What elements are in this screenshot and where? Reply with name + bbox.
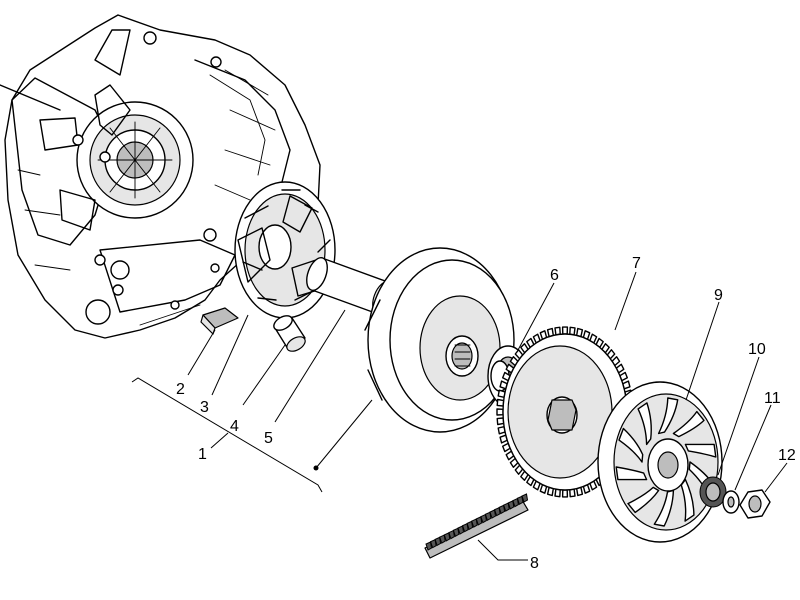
fan-blade bbox=[657, 397, 679, 435]
part-11-washer bbox=[722, 490, 740, 514]
callout-8: 8 bbox=[530, 555, 539, 572]
part-10-nut bbox=[699, 476, 727, 508]
callout-4: 4 bbox=[230, 418, 239, 435]
callouts: 1 2 3 4 5 6 7 8 9 10 11 12 bbox=[176, 255, 796, 572]
crankcase-housing bbox=[0, 14, 321, 339]
driving-pulley-half bbox=[364, 247, 515, 433]
assembly-bracket bbox=[131, 377, 323, 493]
fan-blade bbox=[653, 489, 675, 527]
callout-12: 12 bbox=[778, 447, 796, 464]
gear-tooth bbox=[561, 489, 569, 498]
part-12-hex-nut bbox=[739, 489, 771, 519]
part-3-roller-housing bbox=[234, 181, 336, 319]
callout-5: 5 bbox=[264, 430, 273, 447]
callout-9: 9 bbox=[714, 287, 723, 304]
part-9-fan-pulley bbox=[597, 381, 723, 543]
part-4-roller bbox=[273, 315, 306, 352]
fan-blade bbox=[672, 410, 705, 438]
gear-tooth bbox=[496, 408, 504, 416]
callout-10: 10 bbox=[748, 341, 766, 358]
callout-11: 11 bbox=[764, 390, 781, 407]
fan-blade bbox=[615, 466, 648, 481]
callout-1: 1 bbox=[198, 446, 207, 463]
callout-3: 3 bbox=[200, 399, 209, 416]
callout-7: 7 bbox=[632, 255, 641, 272]
leader-lines bbox=[187, 271, 788, 561]
fan-blade bbox=[637, 402, 652, 446]
part-8-toothed-rack bbox=[424, 493, 529, 559]
part-7-ring-gear bbox=[496, 326, 634, 498]
fan-blade bbox=[618, 427, 644, 463]
rack-tooth bbox=[521, 493, 529, 503]
part-2-slider bbox=[200, 307, 239, 335]
fan-blade bbox=[680, 478, 695, 522]
callout-6: 6 bbox=[550, 267, 559, 284]
fan-blade bbox=[627, 486, 660, 514]
gear-tooth bbox=[561, 326, 569, 335]
fan-blade bbox=[684, 443, 717, 458]
callout-2: 2 bbox=[176, 381, 185, 398]
